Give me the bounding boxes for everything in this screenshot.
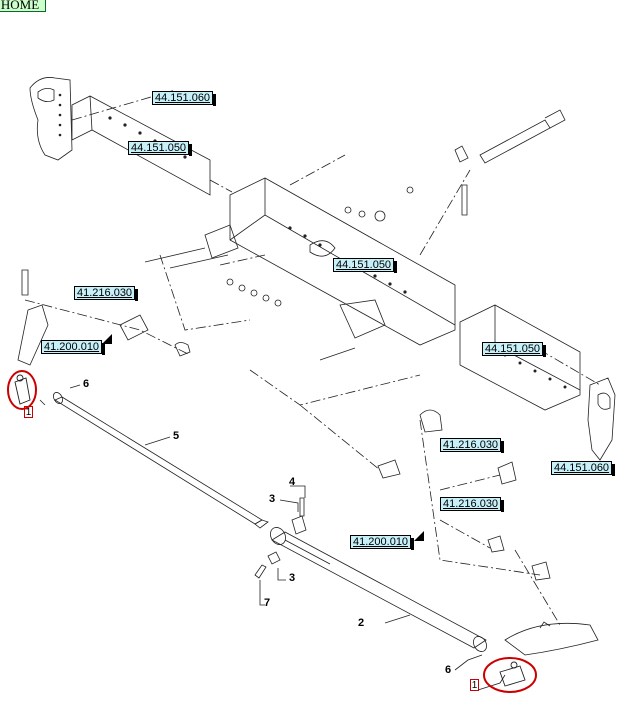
ref-link-44151050-top[interactable]: 44.151.050 xyxy=(128,141,193,156)
ref-link-41216030-right-upper[interactable]: 41.216.030 xyxy=(440,438,505,453)
callout-4: 4 xyxy=(289,476,296,488)
ref-link-44151050-center[interactable]: 44.151.050 xyxy=(333,258,398,273)
callout-2: 2 xyxy=(358,617,365,629)
callout-5: 5 xyxy=(173,430,180,442)
callout-3-lower: 3 xyxy=(289,572,296,584)
tie-rod-tube-5 xyxy=(54,396,263,525)
highlight-left-tie-rod-end xyxy=(7,370,37,410)
hydraulic-cylinder xyxy=(479,119,551,164)
ref-link-41216030-right-lower[interactable]: 41.216.030 xyxy=(440,497,505,512)
left-drawbar-bracket xyxy=(29,77,73,161)
right-drawbar-bracket xyxy=(587,377,616,461)
highlight-right-tie-rod-end xyxy=(483,657,537,693)
ref-link-41200010-right[interactable]: 41.200.010 xyxy=(350,535,415,550)
ref-link-44151050-right[interactable]: 44.151.050 xyxy=(482,342,547,357)
home-button[interactable]: HOME xyxy=(0,0,46,12)
right-steering-arm xyxy=(504,622,599,656)
ref-link-41200010-left[interactable]: 41.200.010 xyxy=(41,340,106,355)
tie-rod-tube-2 xyxy=(271,531,487,649)
ref-link-41216030-left[interactable]: 41.216.030 xyxy=(74,286,139,301)
callout-7: 7 xyxy=(264,597,271,609)
right-mast-tube xyxy=(459,304,581,411)
callout-3-upper: 3 xyxy=(269,493,276,505)
ref-link-44151060-right[interactable]: 44.151.060 xyxy=(551,461,616,476)
left-steering-arm xyxy=(17,304,49,366)
callout-1-right: 1 xyxy=(470,679,479,691)
callout-6-right: 6 xyxy=(445,664,452,676)
callout-1-left: 1 xyxy=(24,406,33,418)
ref-link-44151060-top[interactable]: 44.151.060 xyxy=(152,91,217,106)
callout-6-left: 6 xyxy=(83,378,90,390)
